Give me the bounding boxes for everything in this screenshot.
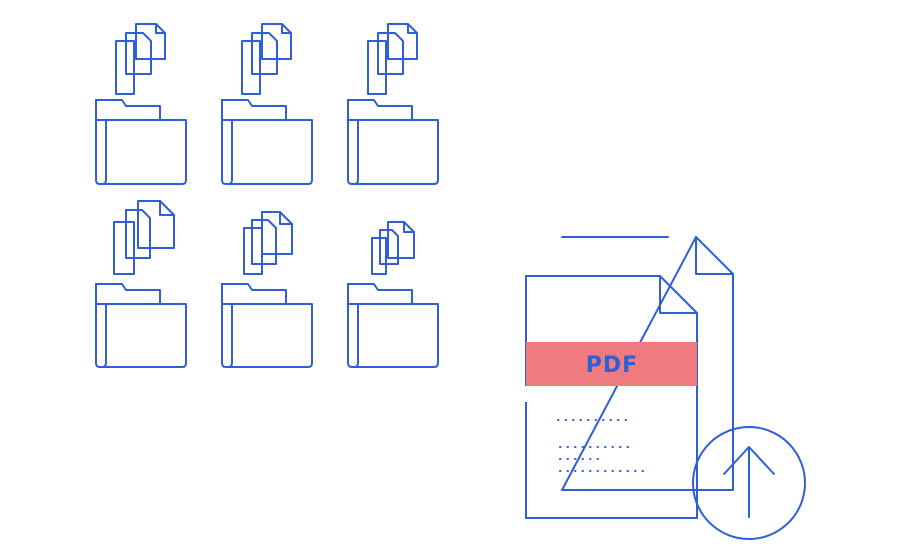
folder-icon <box>221 99 313 185</box>
document-stack-icon <box>243 211 293 275</box>
folder-item[interactable] <box>347 221 439 368</box>
folder-icon <box>347 283 439 368</box>
folder-icon <box>95 283 187 368</box>
document-stack-icon <box>115 23 166 95</box>
folder-icon <box>347 99 439 185</box>
document-text-lines <box>557 419 647 472</box>
document-stack-icon <box>241 23 292 95</box>
pdf-label: PDF <box>586 353 638 378</box>
document-stack-icon <box>113 200 175 275</box>
upload-button[interactable] <box>692 426 806 540</box>
upload-arrow-icon <box>723 446 775 518</box>
document-stack-icon <box>371 221 415 275</box>
folder-icon <box>221 283 313 368</box>
document-stack-icon <box>367 23 418 95</box>
folder-item[interactable] <box>95 200 187 368</box>
folder-item[interactable] <box>221 23 313 185</box>
folder-item[interactable] <box>95 23 187 185</box>
folder-item[interactable] <box>347 23 439 185</box>
folder-icon <box>95 99 187 185</box>
pdf-label-band <box>526 342 697 386</box>
pdf-file-icon[interactable]: PDF <box>522 236 734 519</box>
folder-item[interactable] <box>221 211 313 368</box>
